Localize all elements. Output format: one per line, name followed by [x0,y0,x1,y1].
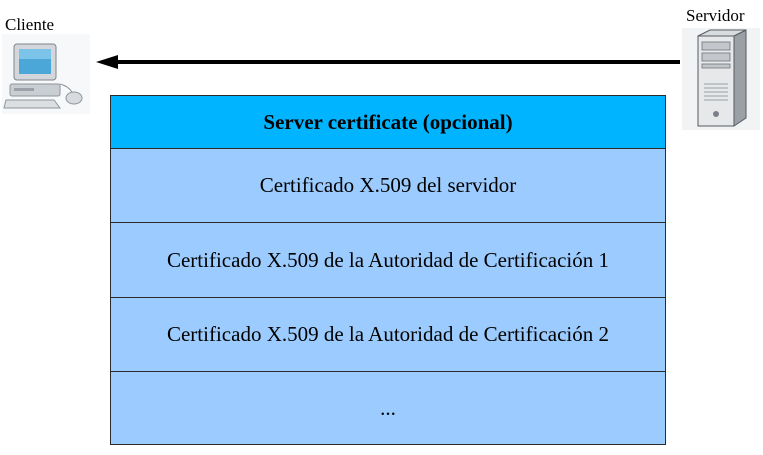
message-row: Certificado X.509 de la Autoridad de Cer… [111,297,665,371]
message-row: ... [111,371,665,444]
desktop-computer-icon [2,34,90,114]
message-row: Certificado X.509 de la Autoridad de Cer… [111,222,665,297]
server-label: Servidor [686,6,745,25]
server-tower-icon [682,28,760,130]
client-label: Cliente [5,15,55,34]
server-certificate-message: Server certificate (opcional) Certificad… [110,95,666,445]
message-row: Certificado X.509 del servidor [111,148,665,222]
arrow-server-to-client [96,55,680,69]
message-title: Server certificate (opcional) [111,96,665,148]
